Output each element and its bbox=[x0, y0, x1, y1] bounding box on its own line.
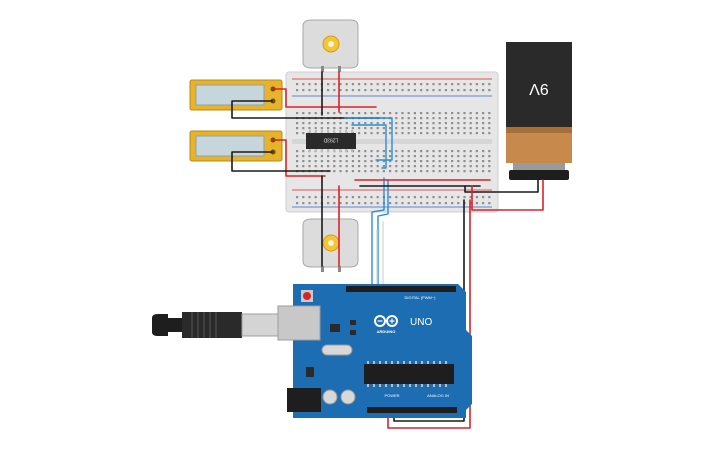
battery-label: 9V bbox=[529, 80, 549, 97]
arduino-logo-icon bbox=[374, 315, 398, 327]
digital-header-label: DIGITAL (PWM~) bbox=[405, 295, 437, 300]
sensor-module-top[interactable] bbox=[189, 79, 283, 111]
sensor-module-bottom[interactable] bbox=[189, 130, 283, 162]
analog-header-label: ANALOG IN bbox=[427, 393, 449, 398]
arduino-brand: ARDUINO bbox=[377, 329, 396, 334]
wires bbox=[231, 71, 544, 429]
dc-motor-bottom[interactable] bbox=[302, 218, 359, 272]
battery-9v[interactable]: 9V bbox=[506, 42, 572, 180]
arduino-model: UNO bbox=[410, 317, 432, 328]
arduino-board[interactable]: ARDUINO UNO DIGITAL (PWM~) POWER ANALOG … bbox=[277, 284, 472, 418]
dc-motor-top[interactable] bbox=[302, 19, 359, 72]
usb-cable bbox=[152, 312, 279, 338]
ic-label: L293D bbox=[323, 137, 338, 143]
power-header-label: POWER bbox=[384, 393, 399, 398]
ic-chip[interactable]: L293D bbox=[306, 130, 356, 152]
